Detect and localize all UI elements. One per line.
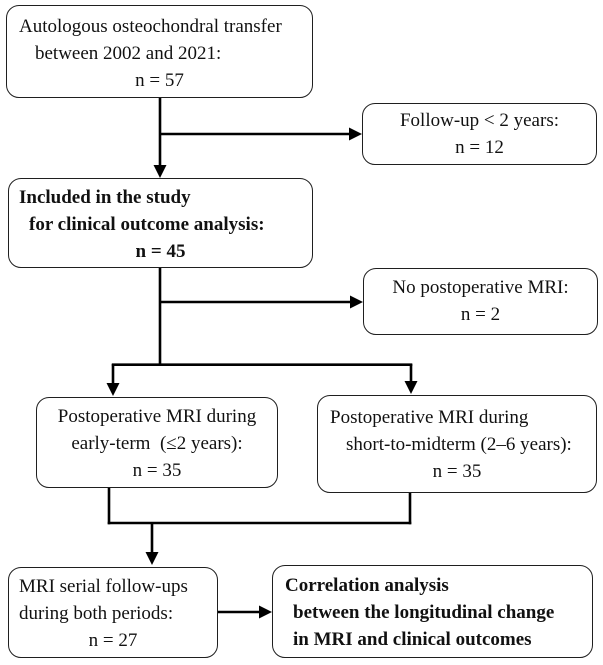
text-line: during both periods: [19,603,174,624]
text-line: No postoperative MRI: [392,277,569,298]
box-correlation-analysis: Correlation analysis between the longitu… [272,565,593,658]
box-early-term-mri: Postoperative MRI during early-term (≤2 … [36,397,278,488]
count-line: n = 12 [455,137,504,158]
arrow-merge-to-serial-mri [145,523,159,565]
count-line: n = 35 [432,461,482,482]
count-line: n = 35 [132,460,182,481]
text-line: between the longitudinal change [293,602,555,623]
text-line: Postoperative MRI during [330,407,529,428]
arrow-serial-to-correlation [218,605,272,619]
arrow-to-excluded-no-mri [160,295,363,309]
text-line: Postoperative MRI during [57,406,257,427]
text-line: Included in the study [19,187,191,208]
box-excluded-no-postop-mri: No postoperative MRI: n = 2 [363,268,598,335]
box-excluded-short-followup: Follow-up < 2 years: n = 12 [362,103,597,165]
text-line: MRI serial follow-ups [19,576,188,597]
text-line: Correlation analysis [285,575,449,596]
text-line: in MRI and clinical outcomes [293,629,532,650]
count-line: n = 2 [460,304,501,325]
text-line: Follow-up < 2 years: [399,110,559,131]
arrow-split-to-early-mri [106,364,120,396]
arrow-to-excluded-followup [160,127,362,141]
text-line: Autologous osteochondral transfer [19,16,282,37]
arrow-split-to-midterm-mri [404,364,418,394]
text-line: short-to-midterm (2–6 years): [346,434,572,455]
text-line: between 2002 and 2021: [35,43,222,64]
box-total-transfers: Autologous osteochondral transfer betwee… [6,5,313,98]
text-line: for clinical outcome analysis: [29,214,265,235]
box-short-to-midterm-mri: Postoperative MRI during short-to-midter… [317,395,597,493]
arrow-surgery-to-included [153,97,167,178]
count-line: n = 57 [135,70,184,91]
box-included-clinical-analysis: Included in the study for clinical outco… [8,178,313,268]
text-line: early-term (≤2 years): [71,433,243,454]
count-line: n = 45 [135,241,186,262]
box-serial-mri-followups: MRI serial follow-ups during both period… [8,567,218,658]
count-line: n = 27 [88,630,138,651]
